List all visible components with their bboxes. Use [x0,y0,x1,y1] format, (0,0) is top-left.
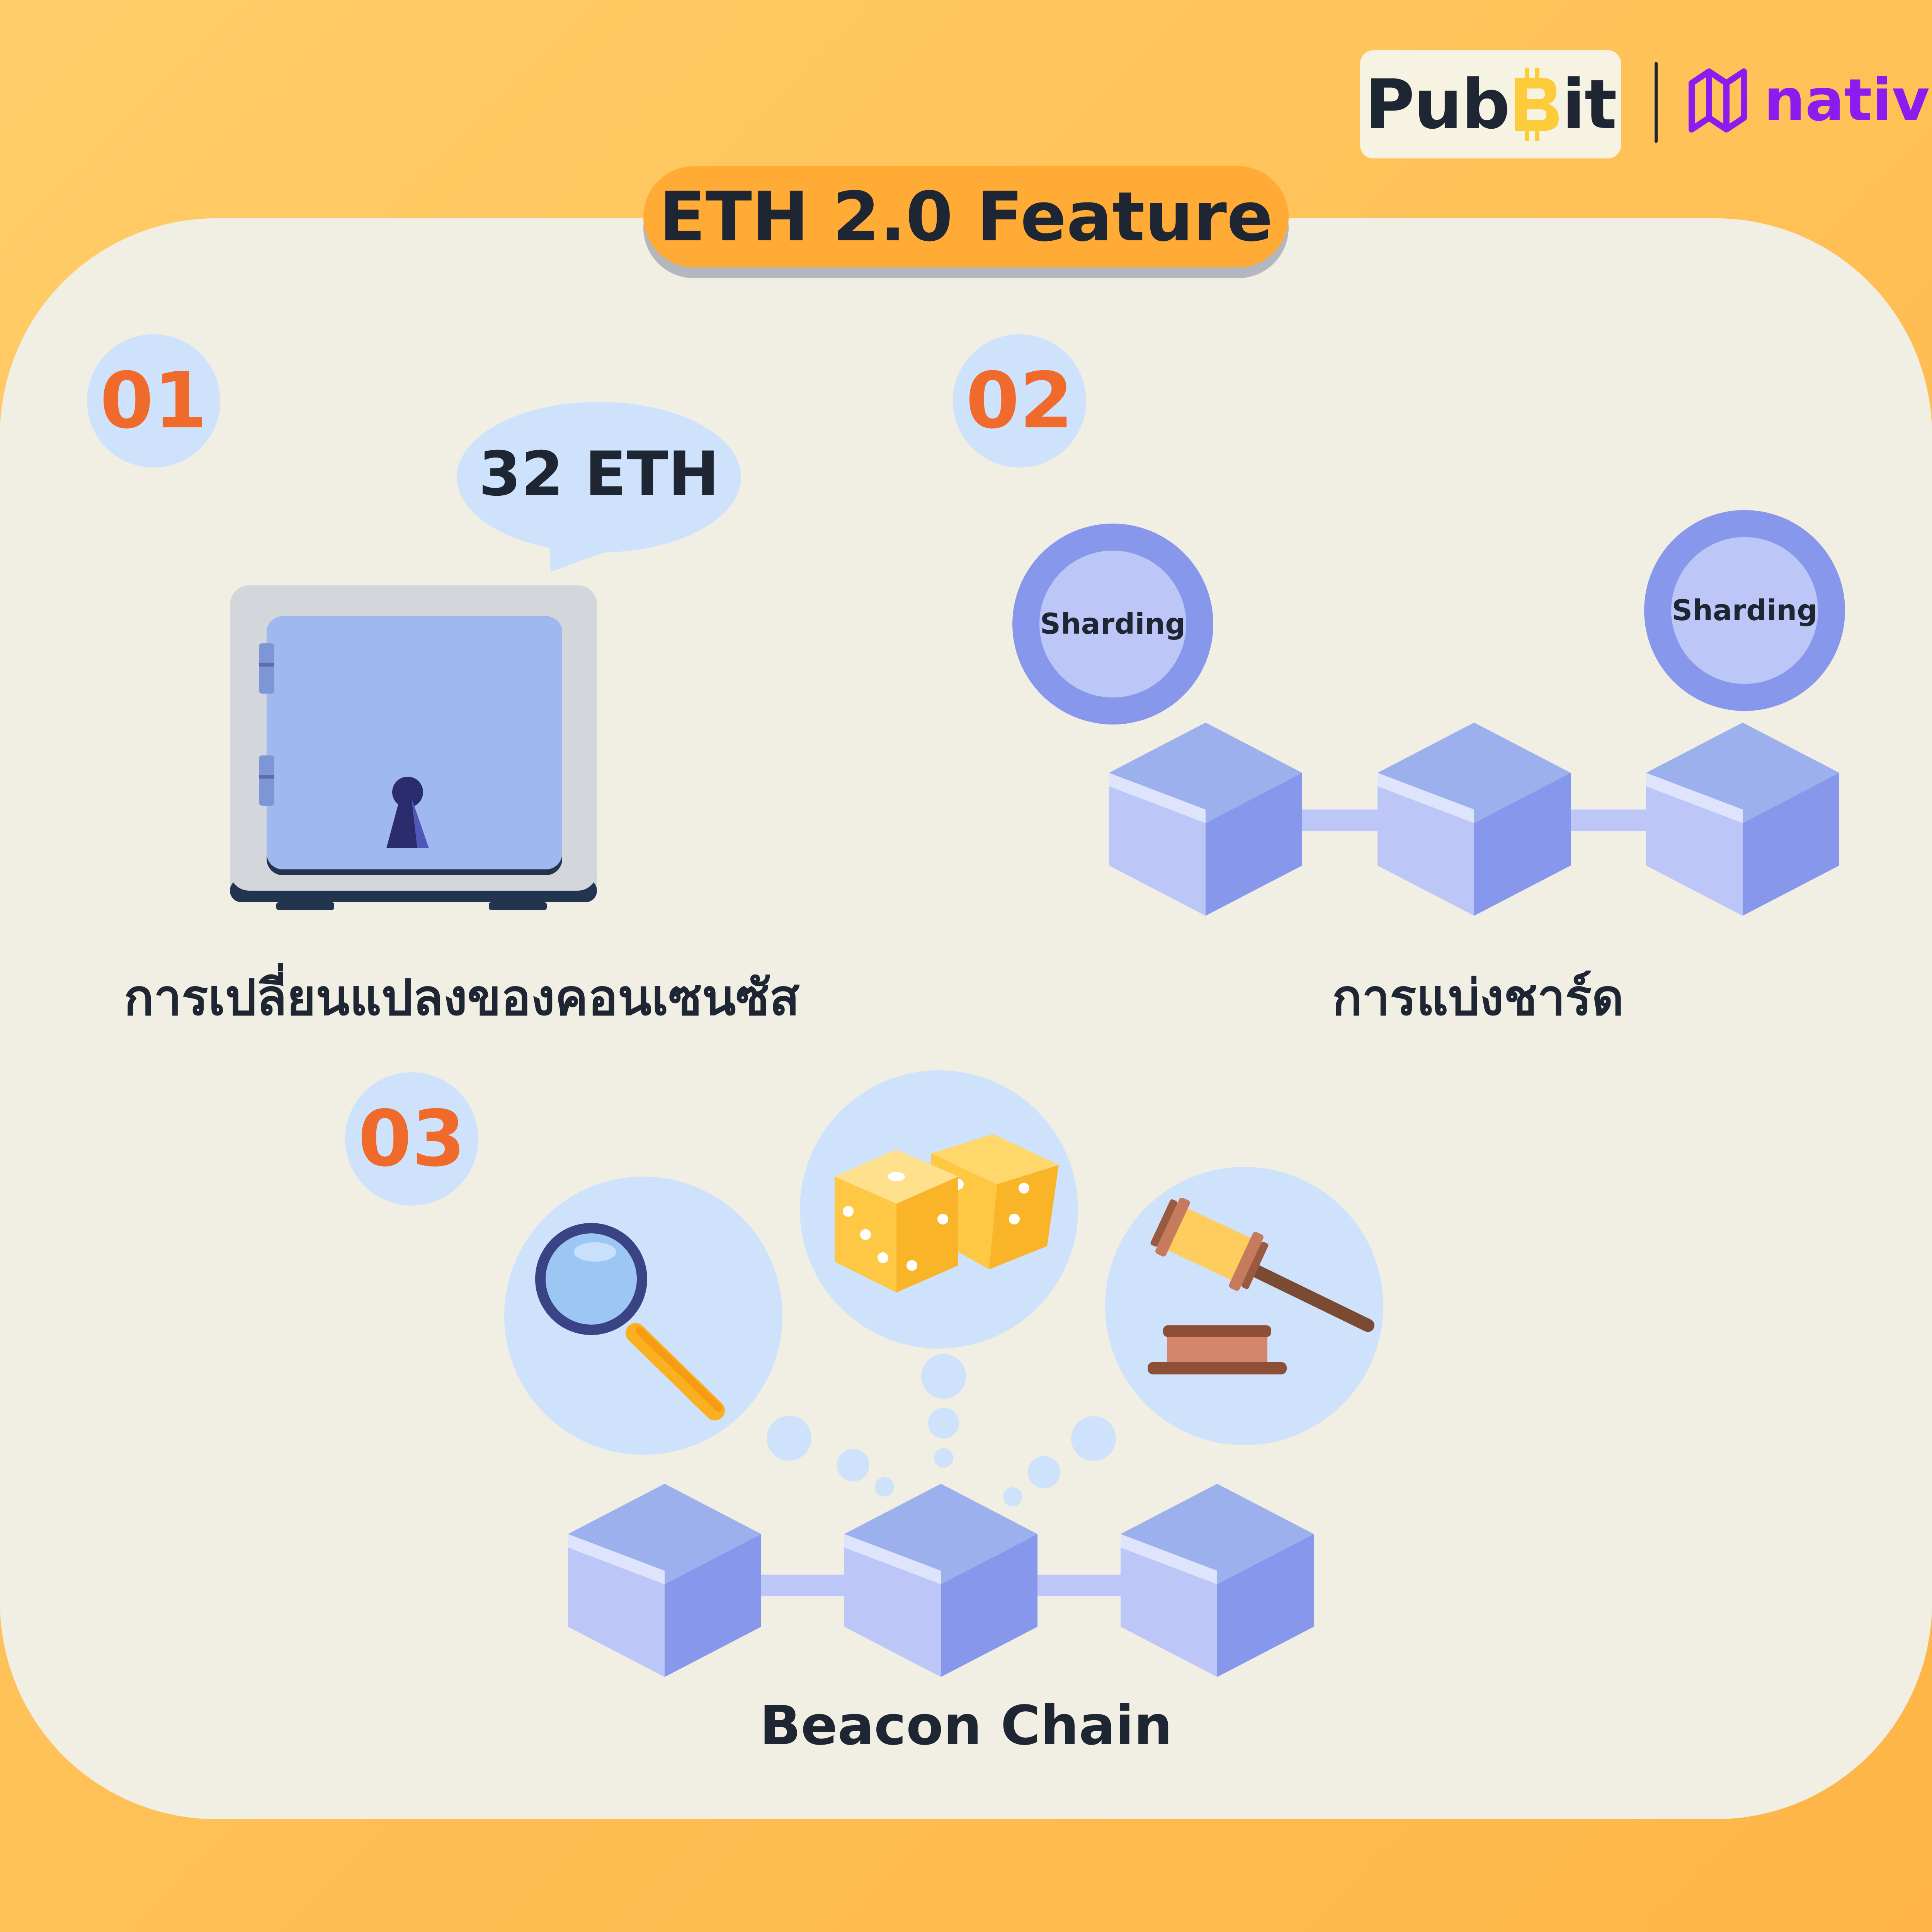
brand-divider [1655,62,1658,143]
chain-connectors [753,1575,1122,1596]
title-pill: ETH 2.0 Feature [643,166,1289,267]
block-cube [1121,1484,1314,1677]
shard-connectors [1291,810,1652,831]
block-cube [1109,723,1302,916]
block-cube [1646,723,1839,916]
nativ-logo-icon [1689,68,1747,133]
block-cube [568,1484,761,1677]
feature-label-01: การเปลี่ยนแปลงของคอนเซนซัส [124,969,800,1027]
nativ-logo-text: nativ [1764,67,1930,134]
gavel-icon [1148,1198,1374,1374]
magnifier-icon [535,1223,725,1420]
die-front [835,1150,958,1293]
sharding-badge-label: Sharding [1040,607,1186,641]
feature-number-01: 01 [87,334,220,468]
feature-label-03: Beacon Chain [759,1694,1173,1757]
thought-bubbles [767,1354,1116,1507]
feature-label-02: การแบ่งชาร์ด [1332,969,1624,1027]
sharding-badge: Sharding [1012,524,1213,724]
dice-icon [835,1134,1059,1293]
bitcoin-b-icon [1511,68,1560,141]
sharding-badge: Sharding [1644,510,1845,711]
page-title: ETH 2.0 Feature [659,177,1273,257]
block-cube [1378,723,1571,916]
pubbit-logo: Pub it [1360,50,1621,158]
pubbit-logo-it: it [1562,65,1617,144]
feature-number-02: 02 [953,334,1086,468]
stake-amount-text: 32 ETH [478,439,719,510]
beacon-chain [568,1484,1314,1677]
sharding-badge-label: Sharding [1672,594,1818,627]
pubbit-logo-pub: Pub [1365,65,1510,144]
speech-bubble [457,402,741,572]
safe-icon [230,585,597,910]
shard-chain [1109,723,1839,916]
block-cube [844,1484,1037,1677]
feature-number-03: 03 [345,1072,478,1206]
